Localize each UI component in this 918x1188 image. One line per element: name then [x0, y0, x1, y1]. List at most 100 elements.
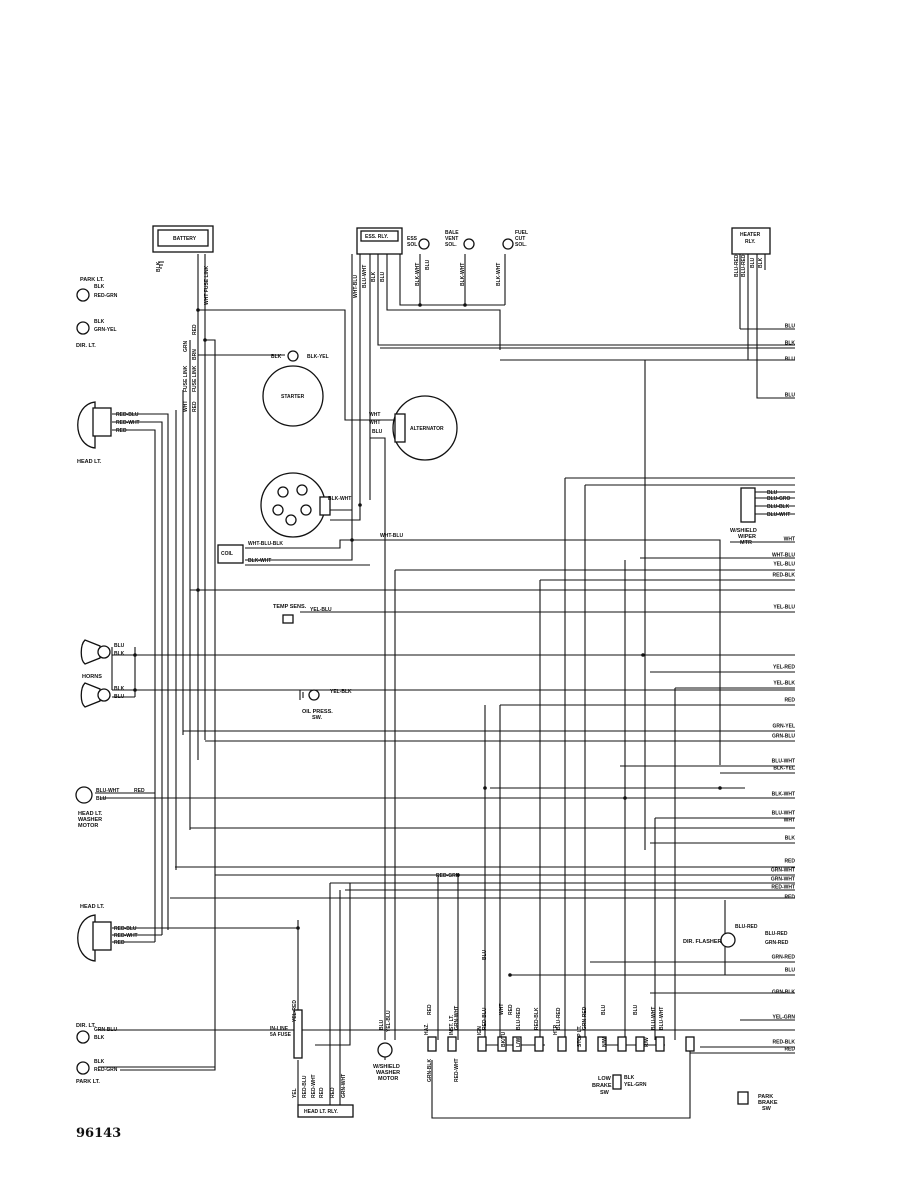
edge-wire-label: WHT [784, 818, 795, 824]
edge-wire-label: YEL-BLK [773, 681, 795, 687]
svg-text:OIL PRESS.: OIL PRESS. [302, 709, 333, 715]
edge-wire-label: GRN-BLU [772, 734, 795, 740]
vertical-wire-label: RED [330, 1087, 336, 1098]
svg-text:WHT: WHT [369, 412, 380, 418]
svg-text:YEL-BLK: YEL-BLK [330, 689, 352, 695]
vertical-wire-label: BLU [601, 1004, 607, 1015]
svg-text:HEAD LT.: HEAD LT. [80, 904, 105, 910]
vertical-wire-label: GRN-WHT [341, 1074, 347, 1098]
vertical-wire-label: WHT FUSE LINK [204, 265, 210, 305]
edge-wire-label: YEL-RED [773, 665, 795, 671]
edge-wire-label: BLK [785, 341, 796, 347]
vertical-wire-label: BLK-WHT [460, 263, 466, 286]
edge-wire-label: WHT [784, 537, 795, 543]
edge-wire-label: RED-BLK [773, 573, 796, 579]
vertical-wire-label: RED-BLU [302, 1075, 308, 1098]
svg-text:BALE: BALE [445, 230, 459, 236]
svg-text:BLK-WHT: BLK-WHT [328, 496, 351, 502]
vertical-wire-label: BLU [750, 257, 756, 268]
vertical-wire-label: GRN-WHT [454, 1006, 460, 1030]
edge-wire-label: BLK-WHT [772, 792, 795, 798]
svg-text:CUT: CUT [515, 236, 525, 242]
vertical-wire-label: RED [192, 401, 198, 412]
coil: COIL WHT-BLU-BLK BLK-WHT [217, 541, 283, 564]
vertical-wire-label: RED-BLK [534, 1007, 540, 1030]
svg-text:WIPER: WIPER [738, 534, 756, 540]
svg-text:W/SHIELD: W/SHIELD [373, 1064, 400, 1070]
svg-text:YEL-BLU: YEL-BLU [310, 607, 332, 613]
edge-wire-label: BLU-WHT [772, 759, 795, 765]
edge-wire-label: BLU [785, 393, 796, 399]
edge-wire-label: BLU [785, 324, 796, 330]
svg-text:BLK: BLK [114, 686, 125, 692]
svg-text:RED-BLU: RED-BLU [116, 412, 139, 418]
right-edge-labels: BLU BLK BLU BLU WHT WHT-BLU YEL-BLU RED-BLK YEL-… [771, 324, 796, 1053]
svg-text:SOL.: SOL. [515, 242, 527, 248]
connector-labels: HAZ. INST. LT. IGN BK/TU L/W HTR STOP LT… [424, 1014, 650, 1047]
vertical-wire-label: RED [192, 324, 198, 335]
svg-text:FUEL: FUEL [515, 230, 528, 236]
svg-text:COIL: COIL [221, 551, 233, 557]
svg-text:HTR: HTR [553, 1024, 559, 1035]
svg-text:RED-GRN: RED-GRN [94, 1067, 118, 1073]
inline-fuse: IN-LINE 5A FUSE [270, 1009, 303, 1059]
svg-text:BLU-WHT: BLU-WHT [767, 512, 790, 518]
svg-text:BLU: BLU [96, 796, 107, 802]
svg-text:RED: RED [116, 428, 127, 434]
svg-text:BLU-RED: BLU-RED [765, 931, 788, 937]
vertical-wire-label: BLK-WHT [415, 263, 421, 286]
headlight-top: HEAD LT. RED-BLU RED-WHT RED [77, 401, 140, 465]
svg-text:BLU-RED: BLU-RED [735, 924, 758, 930]
park-light-top: PARK LT. BLK RED-GRN [76, 277, 118, 302]
svg-text:PARK LT.: PARK LT. [80, 277, 104, 283]
svg-text:PARK: PARK [758, 1094, 773, 1100]
svg-text:L/W: L/W [516, 1038, 522, 1047]
vertical-wire-label: BLK-WHT [496, 263, 502, 286]
svg-text:BLK: BLK [114, 651, 125, 657]
battery: BATTERY [152, 225, 214, 269]
svg-text:BLK: BLK [94, 284, 105, 290]
svg-text:BRAKE: BRAKE [758, 1100, 778, 1106]
windshield-washer-motor: W/SHIELD WASHER MOTOR [373, 1042, 400, 1082]
svg-text:BLU: BLU [114, 694, 125, 700]
svg-text:MTR: MTR [740, 540, 752, 546]
vertical-wire-label: BLU-RED [516, 1007, 522, 1030]
horn-lower: BLK BLU [80, 682, 125, 708]
svg-text:BLU-BLK: BLU-BLK [767, 504, 790, 510]
svg-text:GRN-RED: GRN-RED [765, 940, 789, 946]
vertical-wire-label: RED-WHT [311, 1074, 317, 1098]
alternator: ALTERNATOR WHT WHT BLU [369, 395, 458, 461]
svg-text:HEAD LT.: HEAD LT. [78, 811, 103, 817]
svg-text:LOW: LOW [598, 1076, 612, 1082]
svg-text:SW: SW [762, 1106, 772, 1112]
vertical-wire-label: BLU-RED [741, 254, 747, 277]
svg-text:BK/TU: BK/TU [501, 1031, 507, 1047]
temp-sensor: TEMP SENS. YEL-BLU [273, 604, 332, 624]
svg-text:BLU: BLU [114, 643, 125, 649]
svg-text:DIR. FLASHER: DIR. FLASHER [683, 939, 722, 945]
edge-wire-label: YEL-BLU [773, 605, 795, 611]
edge-wire-label: RED-BLK [773, 1040, 796, 1046]
vertical-wire-label: BLK [371, 271, 377, 282]
edge-wire-label: YEL-GRN [773, 1015, 796, 1021]
edge-wire-label: BLU [785, 357, 796, 363]
edge-wire-label: GRN-WHT [771, 868, 795, 874]
svg-text:WHT-BLU: WHT-BLU [380, 533, 403, 539]
ess-relay-label: ESS. RLY. [365, 234, 389, 240]
svg-text:SOL: SOL [407, 242, 417, 248]
distributor: BLK-WHT WHT-BLU [260, 472, 403, 539]
edge-wire-label: RED [784, 859, 795, 865]
svg-text:SW: SW [600, 1090, 610, 1096]
edge-wire-label: BLK [785, 836, 796, 842]
svg-text:RED-WHT: RED-WHT [116, 420, 140, 426]
vertical-wire-label: BLK [758, 257, 764, 268]
svg-text:DIR. LT.: DIR. LT. [76, 1023, 96, 1029]
head-light-washer-motor: BLU-WHT BLU RED HEAD LT. WASHER MOTOR [75, 786, 145, 829]
vertical-wire-label: YEL [292, 1088, 298, 1098]
directional-flasher: DIR. FLASHER BLU-RED BLU-RED GRN-RED [683, 924, 789, 948]
svg-text:R/W: R/W [644, 1037, 650, 1047]
svg-text:BRAKE: BRAKE [592, 1083, 612, 1089]
edge-wire-label: WHT-BLU [772, 553, 795, 559]
svg-text:TEMP SENS.: TEMP SENS. [273, 604, 307, 610]
park-light-bottom: BLK RED-GRN PARK LT. [76, 1059, 118, 1085]
